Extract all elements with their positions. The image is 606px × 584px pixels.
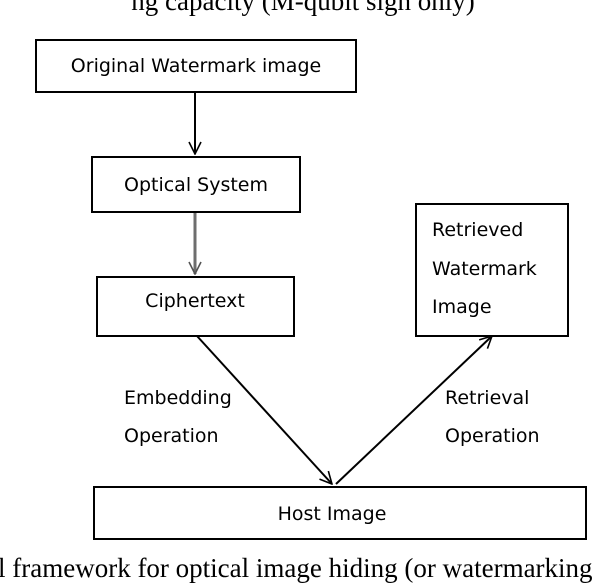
node-retrieved-watermark: Retrieved Watermark Image	[415, 203, 569, 337]
svg-text:Retrieval: Retrieval	[445, 387, 529, 409]
svg-text:Ciphertext: Ciphertext	[145, 290, 245, 312]
figure-caption-bottom: l framework for optical image hiding (or…	[0, 553, 593, 583]
label-embedding-operation: Embedding Operation	[124, 387, 232, 447]
svg-text:Host Image: Host Image	[278, 503, 387, 525]
svg-text:Embedding: Embedding	[124, 387, 232, 409]
label-retrieval-operation: Retrieval Operation	[445, 387, 540, 447]
svg-text:Optical System: Optical System	[124, 174, 268, 196]
svg-text:Image: Image	[432, 296, 492, 318]
node-optical-system: Optical System	[91, 156, 301, 213]
node-host-image: Host Image	[93, 486, 587, 540]
svg-text:Watermark: Watermark	[432, 258, 537, 280]
svg-text:Operation: Operation	[124, 425, 219, 447]
edge-ciphertext-to-host	[196, 335, 332, 484]
node-ciphertext: Ciphertext	[96, 276, 295, 337]
svg-text:Retrieved: Retrieved	[432, 219, 523, 241]
figure-caption-top: ng capacity (M-qubit sign only)	[131, 0, 475, 16]
svg-text:Operation: Operation	[445, 425, 540, 447]
svg-text:Original Watermark image: Original Watermark image	[71, 55, 321, 77]
node-original-watermark: Original Watermark image	[35, 39, 357, 93]
edge-host-to-retrieved	[335, 336, 492, 485]
